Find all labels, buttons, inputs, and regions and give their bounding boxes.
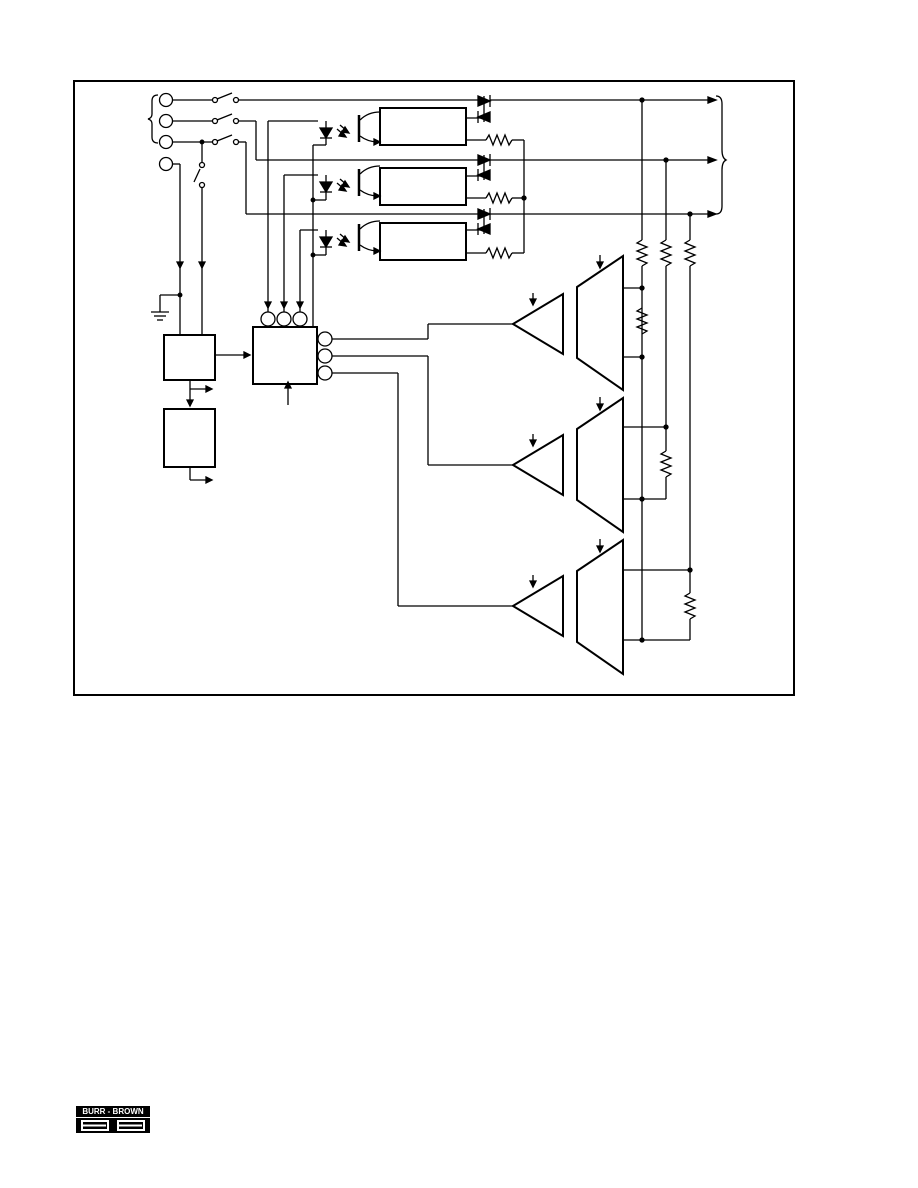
resistor-out-3 xyxy=(683,239,697,267)
terminal-2 xyxy=(158,113,174,129)
dac-3 xyxy=(576,538,624,676)
terminal-4 xyxy=(158,156,174,172)
amplifier-3 xyxy=(511,574,564,638)
diagram-frame xyxy=(73,80,795,696)
stage-3 xyxy=(511,538,697,676)
block-upper-left xyxy=(163,334,216,381)
burr-brown-logo: BURR - BROWN xyxy=(76,1106,150,1133)
amplifier-2 xyxy=(511,433,564,497)
dac-1 xyxy=(576,254,624,392)
stage-1 xyxy=(511,254,649,392)
resistor-feedback-2 xyxy=(485,191,513,205)
output-brace xyxy=(715,95,728,215)
resistor-feedback-1 xyxy=(485,133,513,147)
amplifier-1 xyxy=(511,292,564,356)
resistor-out-1 xyxy=(635,239,649,267)
terminal-1 xyxy=(158,92,174,108)
opto-channel-2 xyxy=(318,165,467,206)
opto-channel-1 xyxy=(318,107,467,147)
block-lower-left xyxy=(163,408,216,468)
dac-2 xyxy=(576,396,624,534)
logo-mark xyxy=(76,1118,150,1133)
opto-channel-3 xyxy=(318,220,467,261)
diode-pair-2 xyxy=(476,154,492,181)
input-brace xyxy=(147,94,159,144)
resistor-feedback-3 xyxy=(485,246,513,260)
logo-text: BURR - BROWN xyxy=(76,1106,150,1117)
input-terminals xyxy=(147,92,174,172)
diode-pair-1 xyxy=(476,95,492,123)
stage-2 xyxy=(511,396,673,534)
resistor-out-2 xyxy=(659,239,673,267)
controller-block xyxy=(252,326,318,385)
diode-pair-3 xyxy=(476,208,492,235)
terminal-3 xyxy=(158,134,174,150)
